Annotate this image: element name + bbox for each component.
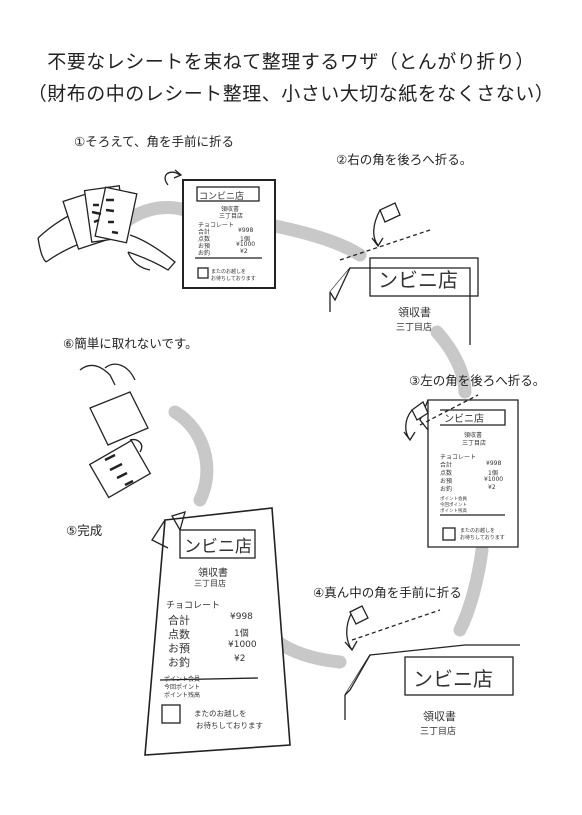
points-text: ポイント残高	[440, 509, 467, 514]
doc-title: 領収書	[464, 432, 483, 439]
step-3-label: ③左の角を後ろへ折る。	[409, 373, 546, 388]
item-name: お預	[440, 478, 453, 485]
item-name: お釣	[440, 486, 453, 493]
branch-name: 三丁目店	[462, 440, 487, 447]
store-name: コンビニ店	[199, 192, 245, 202]
item-value: 1個	[488, 470, 498, 477]
item-value: ¥998	[238, 227, 254, 234]
step-6-label: ⑥簡単に取れないです。	[63, 336, 198, 351]
footer-text: またのお越しを	[460, 528, 496, 534]
store-name: ンビニ店	[184, 537, 252, 557]
step2-receipt	[329, 202, 479, 345]
step-1-label: ①そろえて、角を手前に折る	[74, 134, 234, 149]
item-name: お釣	[168, 656, 190, 669]
step-5-label: ⑤完成	[66, 523, 103, 538]
item-name: 点数	[440, 470, 453, 477]
step2-store-name: ンビニ店	[378, 268, 458, 292]
branch-name: 三丁目店	[194, 579, 226, 588]
points-text: 今回ポイント	[440, 503, 467, 508]
item-name: 合計	[168, 614, 190, 627]
footer-text: またのお越しを	[194, 709, 247, 718]
item-value: ¥1000	[236, 241, 256, 248]
item-name: 合計	[198, 229, 211, 236]
item-value: ¥2	[240, 248, 248, 255]
step4-store-name: ンビニ店	[413, 667, 493, 691]
step4-receipt	[344, 605, 520, 720]
bundled-receipts-icon	[88, 438, 152, 499]
doc-title: 領収書	[198, 568, 228, 579]
receipt-stack-icon	[62, 185, 138, 250]
page-subtitle: （財布の中のレシート整理、小さい大切な紙をなくさない）	[27, 83, 555, 105]
points-text: ポイント会員	[440, 497, 467, 502]
item-value: ¥2	[234, 654, 246, 664]
item-value: ¥1000	[484, 476, 504, 483]
step4-doc-title: 領収書	[423, 710, 456, 723]
step-4-label: ④真ん中の角を手前に折る	[313, 585, 462, 600]
step4-branch: 三丁目店	[420, 727, 457, 737]
points-text: 今回ポイント	[164, 684, 201, 691]
footer-text: またのお越しを	[211, 269, 247, 275]
footer-text: お待ちしております	[196, 721, 264, 730]
item-name: 点数	[198, 236, 211, 243]
step1-hands	[37, 169, 183, 271]
branch-name: 三丁目店	[219, 213, 244, 220]
item-value: 1個	[240, 236, 250, 243]
item-name: 合計	[440, 462, 453, 469]
footer-text: お待ちしております	[460, 535, 505, 541]
item-name: 点数	[168, 628, 190, 641]
item-value: ¥2	[488, 484, 496, 491]
step5-receipt	[144, 507, 291, 756]
step3-receipt	[403, 394, 519, 548]
footer-text: お待ちしております	[211, 276, 256, 282]
step2-branch: 三丁目店	[396, 323, 433, 333]
points-text: ポイント残高	[164, 692, 201, 699]
item-value: 1個	[234, 629, 249, 639]
item-name: お釣	[198, 250, 211, 257]
item-name: チョコレート	[198, 222, 235, 229]
store-name: ンビニ店	[444, 414, 484, 425]
page-title: 不要なレシートを束ねて整理するワザ（とんがり折り）	[47, 51, 535, 73]
doc-title: 領収書	[221, 206, 240, 213]
item-value: ¥998	[230, 612, 253, 622]
step1-receipt	[182, 179, 276, 289]
item-value: ¥1000	[228, 640, 257, 650]
item-name: チョコレート	[440, 454, 477, 461]
item-value: ¥998	[486, 460, 502, 467]
step6-hands	[79, 363, 152, 499]
item-name: チョコレート	[166, 601, 221, 611]
step2-doc-title: 領収書	[398, 306, 431, 319]
item-name: お預	[198, 243, 211, 250]
points-text: ポイント会員	[164, 676, 201, 683]
step-2-label: ②右の角を後ろへ折る。	[336, 152, 473, 167]
item-name: お預	[168, 642, 190, 655]
